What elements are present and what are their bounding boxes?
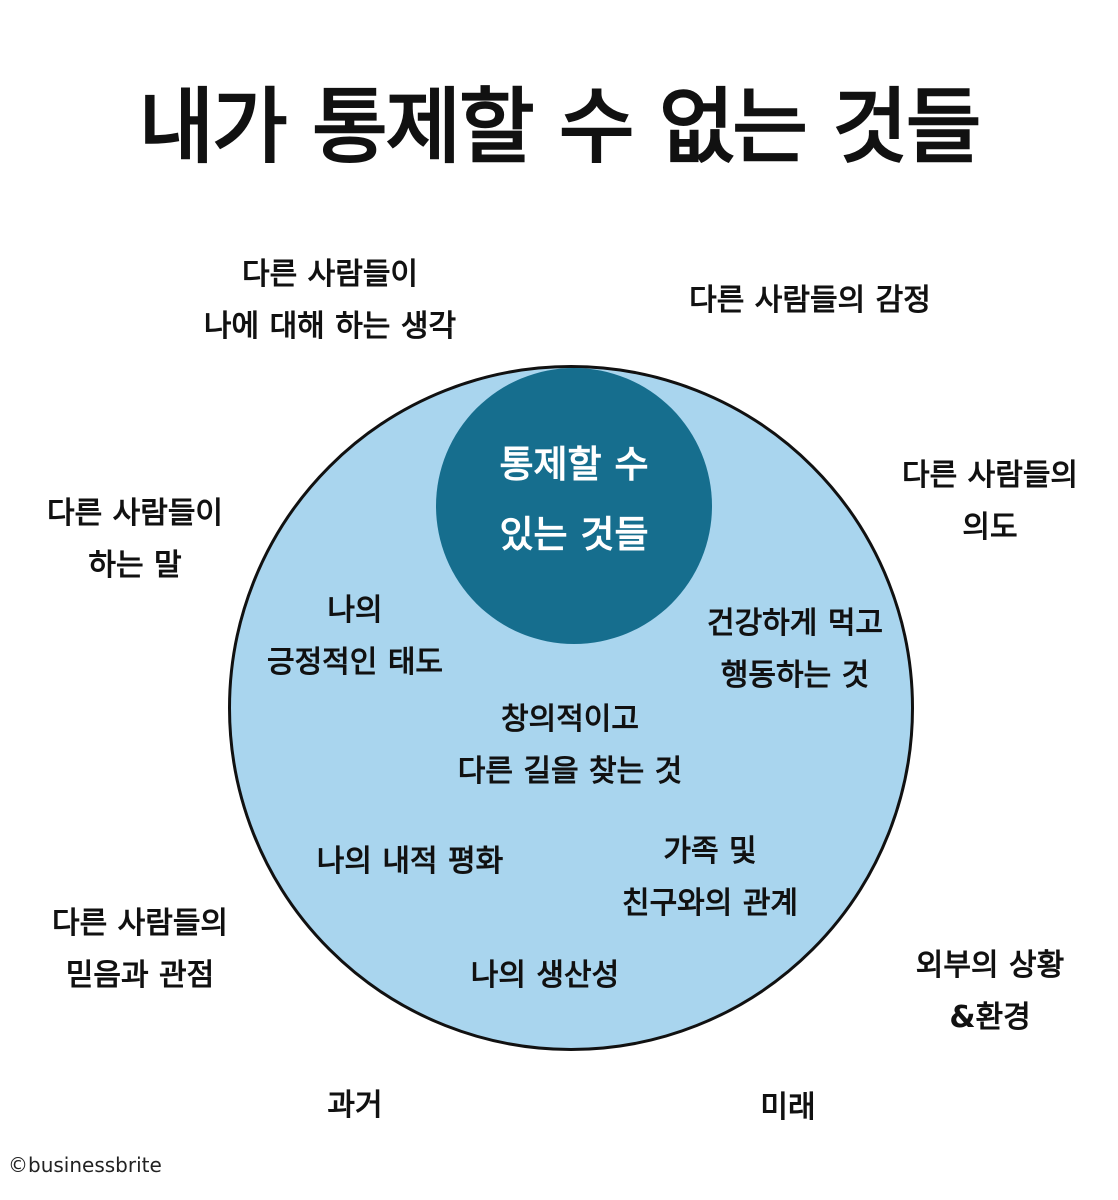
inner-item-relationships: 가족 및 친구와의 관계 [621,834,799,921]
page-title: 내가 통제할 수 없는 것들 [138,80,982,175]
inner-item-healthy-living: 건강하게 먹고 행동하는 것 [706,606,884,693]
outer-item-past: 과거 [327,1088,383,1123]
outer-item-others-beliefs: 다른 사람들의 믿음과 관점 [51,906,229,993]
outer-item-others-emotions: 다른 사람들의 감정 [689,283,931,318]
core-circle [436,368,712,644]
inner-item-inner-peace: 나의 내적 평화 [316,844,504,879]
outer-item-future: 미래 [760,1090,816,1125]
core-circle-label: 통제할 수 있는 것들 [499,443,649,556]
outer-item-others-thoughts: 다른 사람들이 나에 대해 하는 생각 [203,257,457,344]
outer-item-others-intentions: 다른 사람들의 의도 [901,458,1079,545]
inner-item-productivity: 나의 생산성 [470,958,620,993]
credit-text: ©businessbrite [8,1153,162,1177]
inner-item-creativity: 창의적이고 다른 길을 찾는 것 [457,702,683,789]
outer-item-others-words: 다른 사람들이 하는 말 [46,496,224,583]
inner-item-positive-attitude: 나의 긍정적인 태도 [266,593,444,680]
outer-item-external-circumstances: 외부의 상황 &환경 [915,948,1065,1035]
